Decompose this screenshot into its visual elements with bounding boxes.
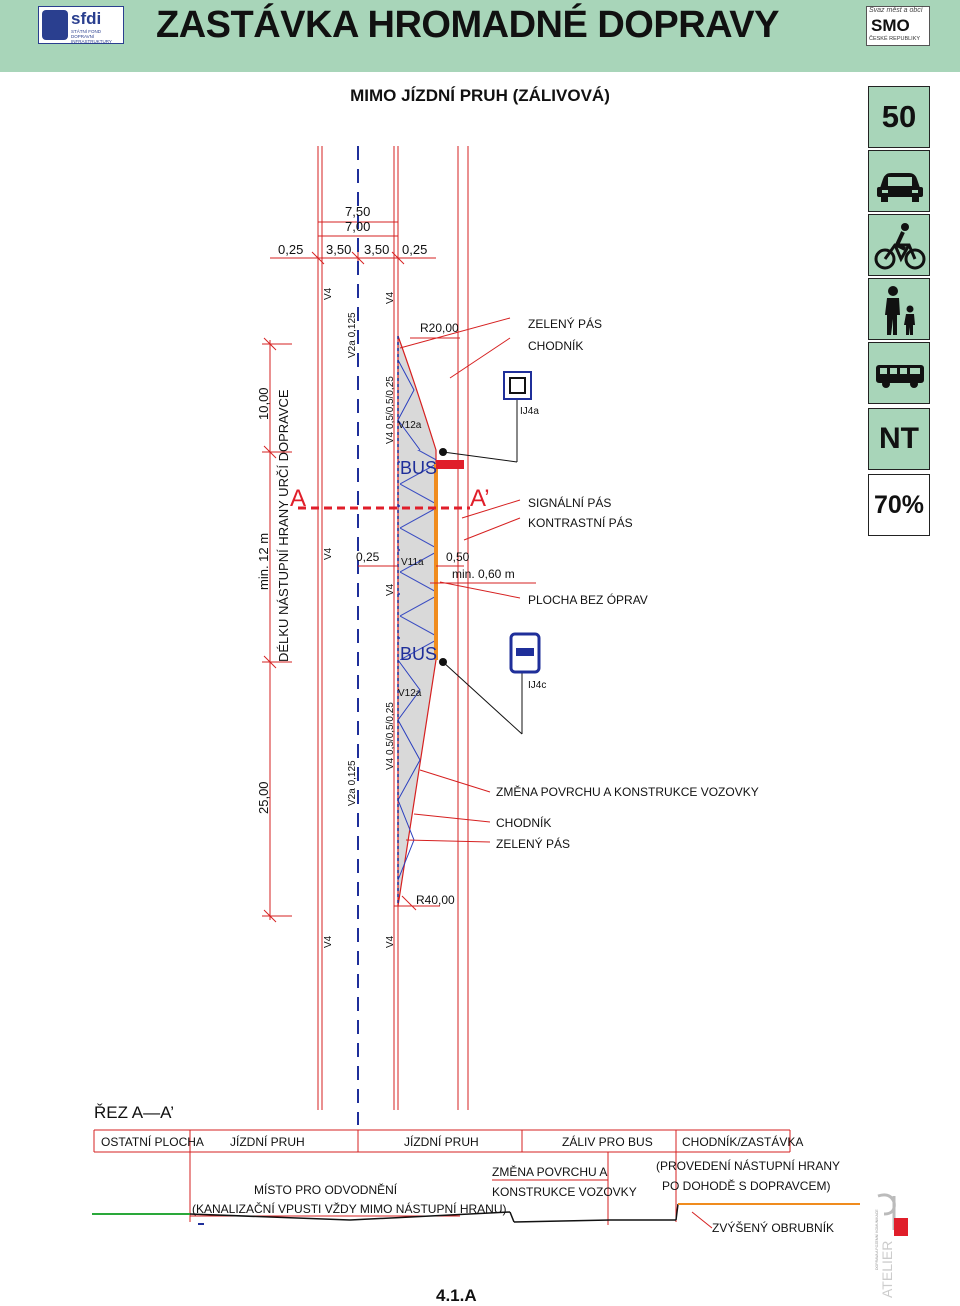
section-edge-1: (PROVEDENÍ NÁSTUPNÍ HRANY bbox=[656, 1158, 840, 1173]
dim-1000: 10,00 bbox=[256, 387, 271, 420]
v4-label-2: V4 bbox=[385, 291, 396, 304]
v4-dashed-label-1: V4 0,5/0,5/0,25 bbox=[385, 376, 396, 444]
dim-edge-right: 0,25 bbox=[402, 242, 427, 257]
v4-label-5: V4 bbox=[323, 935, 334, 948]
page-subtitle: MIMO JÍZDNÍ PRUH (ZÁLIVOVÁ) bbox=[350, 86, 610, 105]
speed-tile: 50 bbox=[868, 86, 930, 148]
dim-lanes: 7,00 bbox=[345, 219, 370, 234]
section-header-4: ZÁLIV PRO BUS bbox=[562, 1134, 653, 1149]
section-header-5: CHODNÍK/ZASTÁVKA bbox=[682, 1134, 803, 1149]
label-zeleny-pas-2: ZELENÝ PÁS bbox=[496, 836, 570, 851]
v12a-label-1: V12a bbox=[398, 420, 422, 431]
speed-value: 50 bbox=[881, 99, 917, 134]
bus-icon bbox=[876, 365, 924, 388]
label-plocha-bez-oprav: PLOCHA BEZ ÓPRAV bbox=[528, 592, 648, 607]
car-tile bbox=[868, 150, 930, 212]
v4-label-6: V4 bbox=[385, 935, 396, 948]
label-ij4c: IJ4c bbox=[528, 680, 546, 691]
technical-drawing: 7,50 7,00 0,25 3,50 3,50 0,25 V4 V4 V2a … bbox=[92, 146, 860, 1235]
section-marker-a2: A’ bbox=[470, 485, 490, 512]
percent-label: 70% bbox=[873, 491, 925, 519]
radius-20: R20,00 bbox=[420, 321, 459, 335]
section-change-1: ZMĚNA POVRCHU A bbox=[492, 1164, 607, 1179]
dim-min060: min. 0,60 m bbox=[452, 567, 515, 581]
left-dimensions bbox=[262, 337, 292, 923]
section-profile bbox=[92, 1203, 860, 1225]
section-drain-1: MÍSTO PRO ODVODNĚNÍ bbox=[254, 1182, 398, 1197]
v2a-label-2: V2a 0,125 bbox=[347, 760, 358, 806]
sfdi-logo-mark-icon bbox=[42, 10, 68, 40]
road-lines bbox=[317, 146, 469, 1110]
section-curb: ZVÝŠENÝ OBRUBNÍK bbox=[712, 1220, 834, 1235]
atelier-text: ATELIER bbox=[879, 1241, 895, 1298]
section-marker-a: A bbox=[290, 485, 306, 512]
v11a-label: V11a bbox=[401, 557, 424, 568]
dim-total: 7,50 bbox=[345, 204, 370, 219]
dim-025: 0,25 bbox=[356, 550, 380, 564]
sfdi-logo-text: sfdi bbox=[71, 9, 102, 28]
plan-leader-lines bbox=[358, 317, 536, 911]
stop-sign-ij4a bbox=[442, 371, 532, 463]
page-title: ZASTÁVKA HROMADNÉ DOPRAVY bbox=[156, 4, 779, 46]
atelier-logo: ATELIER DOPRAVA A POZEMNÍ KOMUNIKACE bbox=[875, 1193, 908, 1298]
bus-marking-2: BUS bbox=[400, 644, 437, 664]
percent-tile: 70% bbox=[868, 474, 930, 536]
v4-dashed-label-2: V4 0,5/0,5/0,25 bbox=[385, 702, 396, 770]
bus-bay bbox=[397, 335, 464, 907]
label-ij4a: IJ4a bbox=[520, 406, 539, 417]
smo-logo-bottom: ČESKÉ REPUBLIKY bbox=[869, 36, 921, 42]
section-title: ŘEZ A—A’ bbox=[94, 1103, 174, 1122]
smo-logo-top: Svaz měst a obcí bbox=[869, 7, 923, 14]
section-header-2: JÍZDNÍ PRUH bbox=[230, 1134, 305, 1149]
page-number: 4.1.A bbox=[436, 1286, 477, 1305]
bicycle-tile bbox=[868, 214, 930, 276]
label-kontrastni-pas: KONTRASTNÍ PÁS bbox=[528, 515, 633, 530]
dim-min12: min. 12 m bbox=[256, 533, 271, 590]
bus-marking-1: BUS bbox=[400, 458, 437, 478]
bus-tile bbox=[868, 342, 930, 404]
nt-label: NT bbox=[879, 422, 919, 455]
label-signalni-pas: SIGNÁLNÍ PÁS bbox=[528, 495, 611, 510]
dim-delka-nastupni: DÉLKU NÁSTUPNÍ HRANY URČÍ DOPRAVCE bbox=[276, 389, 291, 662]
sfdi-logo: sfdi STÁTNÍ FOND DOPRAVNÍ INFRASTRUKTURY bbox=[38, 6, 124, 44]
pedestrian-tile bbox=[868, 278, 930, 340]
pedestrian-icon bbox=[885, 286, 915, 335]
bicycle-icon bbox=[874, 223, 926, 270]
section-header-1: OSTATNÍ PLOCHA bbox=[101, 1134, 204, 1149]
sfdi-logo-subtext: STÁTNÍ FOND DOPRAVNÍ INFRASTRUKTURY bbox=[71, 29, 112, 44]
smo-logo: Svaz měst a obcí SMO ČESKÉ REPUBLIKY bbox=[866, 6, 930, 46]
dim-lane2: 3,50 bbox=[364, 242, 389, 257]
radius-40: R40,00 bbox=[416, 893, 455, 907]
bus-stop-sign-ij4c bbox=[442, 632, 541, 735]
smo-logo-main: SMO bbox=[871, 16, 910, 35]
section-change-2: KONSTRUKCE VOZOVKY bbox=[492, 1185, 637, 1199]
label-zmena-povrchu: ZMĚNA POVRCHU A KONSTRUKCE VOZOVKY bbox=[496, 784, 759, 799]
v2a-label-1: V2a 0,125 bbox=[347, 312, 358, 358]
label-chodnik-2: CHODNÍK bbox=[496, 815, 551, 830]
section-drain-2: (KANALIZAČNÍ VPUSTI VŽDY MIMO NÁSTUPNÍ H… bbox=[192, 1201, 506, 1216]
section-header-3: JÍZDNÍ PRUH bbox=[404, 1134, 479, 1149]
atelier-subtext: DOPRAVA A POZEMNÍ KOMUNIKACE bbox=[875, 1209, 879, 1270]
v4-label-4: V4 bbox=[385, 583, 396, 596]
label-zeleny-pas: ZELENÝ PÁS bbox=[528, 316, 602, 331]
car-icon bbox=[877, 173, 923, 202]
section-edge-2: PO DOHODĚ S DOPRAVCEM) bbox=[662, 1178, 830, 1193]
dim-lane1: 3,50 bbox=[326, 242, 351, 257]
v12a-label-2: V12a bbox=[398, 688, 422, 699]
nt-tile: NT bbox=[868, 408, 930, 470]
v4-label-3: V4 bbox=[323, 547, 334, 560]
label-chodnik: CHODNÍK bbox=[528, 338, 583, 353]
dim-050: 0,50 bbox=[446, 550, 470, 564]
dim-edge-left: 0,25 bbox=[278, 242, 303, 257]
header-bar: sfdi STÁTNÍ FOND DOPRAVNÍ INFRASTRUKTURY… bbox=[0, 0, 960, 72]
dim-2500: 25,00 bbox=[256, 781, 271, 814]
v4-label-1: V4 bbox=[323, 287, 334, 300]
